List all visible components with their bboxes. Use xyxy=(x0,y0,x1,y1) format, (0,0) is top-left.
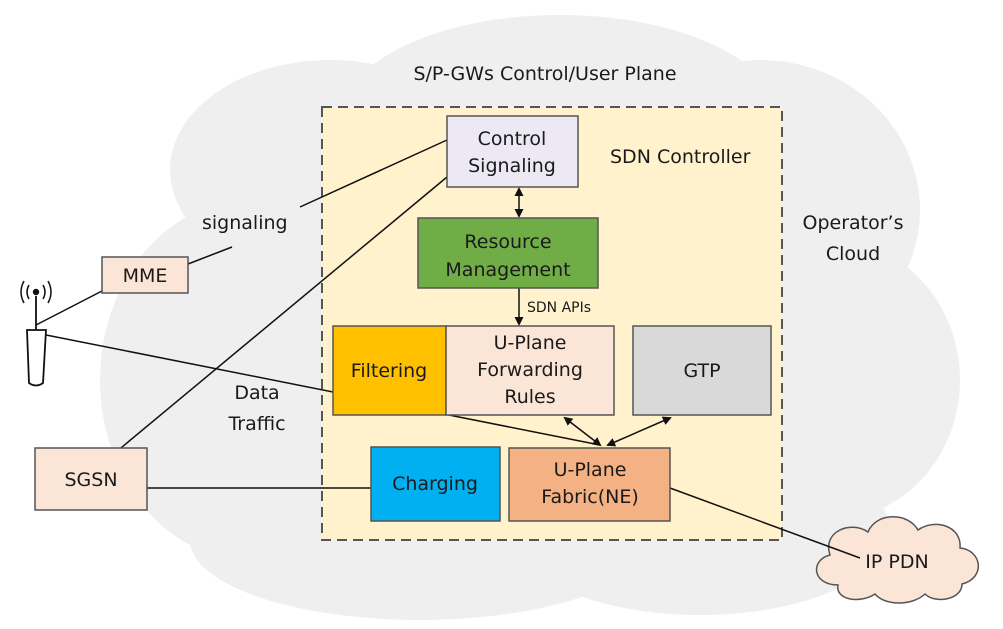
uplane-rules-line1: U-Plane xyxy=(494,332,567,354)
gtp-label: GTP xyxy=(683,360,720,382)
control-signaling-box xyxy=(446,115,579,188)
data-traffic-line2: Traffic xyxy=(227,413,285,435)
uplane-fabric-line2: Fabric(NE) xyxy=(541,486,638,508)
filtering-label: Filtering xyxy=(351,360,427,382)
uplane-rules-line3: Rules xyxy=(504,386,555,408)
uplane-fabric-box xyxy=(508,447,671,522)
control-signaling-line1: Control xyxy=(478,128,547,150)
data-traffic-line1: Data xyxy=(234,382,279,404)
gtp-box xyxy=(632,325,772,416)
charging-label: Charging xyxy=(392,473,478,495)
rules-fabric-arrow xyxy=(563,416,602,447)
resource-management-line1: Resource xyxy=(464,231,551,253)
connection-lines xyxy=(35,139,861,559)
gtp-fabric-arrow xyxy=(606,416,672,447)
charging-box xyxy=(370,446,501,522)
sdn-controller-label: SDN Controller xyxy=(610,146,751,168)
sgsn-box xyxy=(34,447,148,511)
sdn-apis-label: SDN APIs xyxy=(527,300,591,316)
ip-pdn-cloud xyxy=(815,516,980,604)
signaling-label: signaling xyxy=(202,212,288,234)
operator-cloud-label-line1: Operator’s xyxy=(803,212,904,234)
ip-pdn-label: IP PDN xyxy=(865,551,928,573)
resource-management-line2: Management xyxy=(445,259,570,281)
antenna-mme-line xyxy=(35,290,103,326)
data-traffic-line xyxy=(35,332,601,446)
sgsn-label: SGSN xyxy=(64,469,117,491)
uplane-forwarding-rules-box xyxy=(445,325,615,416)
signaling-link-line xyxy=(299,139,448,208)
mme-box xyxy=(101,256,189,294)
cloud-title: S/P-GWs Control/User Plane xyxy=(413,63,676,85)
sgsn-control-line xyxy=(103,176,448,463)
operator-cloud-label-line2: Cloud xyxy=(826,243,880,265)
control-signaling-line2: Signaling xyxy=(468,155,556,177)
uplane-fabric-line1: U-Plane xyxy=(554,459,627,481)
antenna-icon xyxy=(20,280,52,387)
mme-label: MME xyxy=(123,265,168,287)
resource-management-box xyxy=(417,217,599,289)
fabric-ippdn-line xyxy=(669,487,861,559)
uplane-rules-line2: Forwarding xyxy=(477,359,583,381)
mme-signaling-line xyxy=(187,246,233,265)
filtering-box xyxy=(332,325,447,416)
